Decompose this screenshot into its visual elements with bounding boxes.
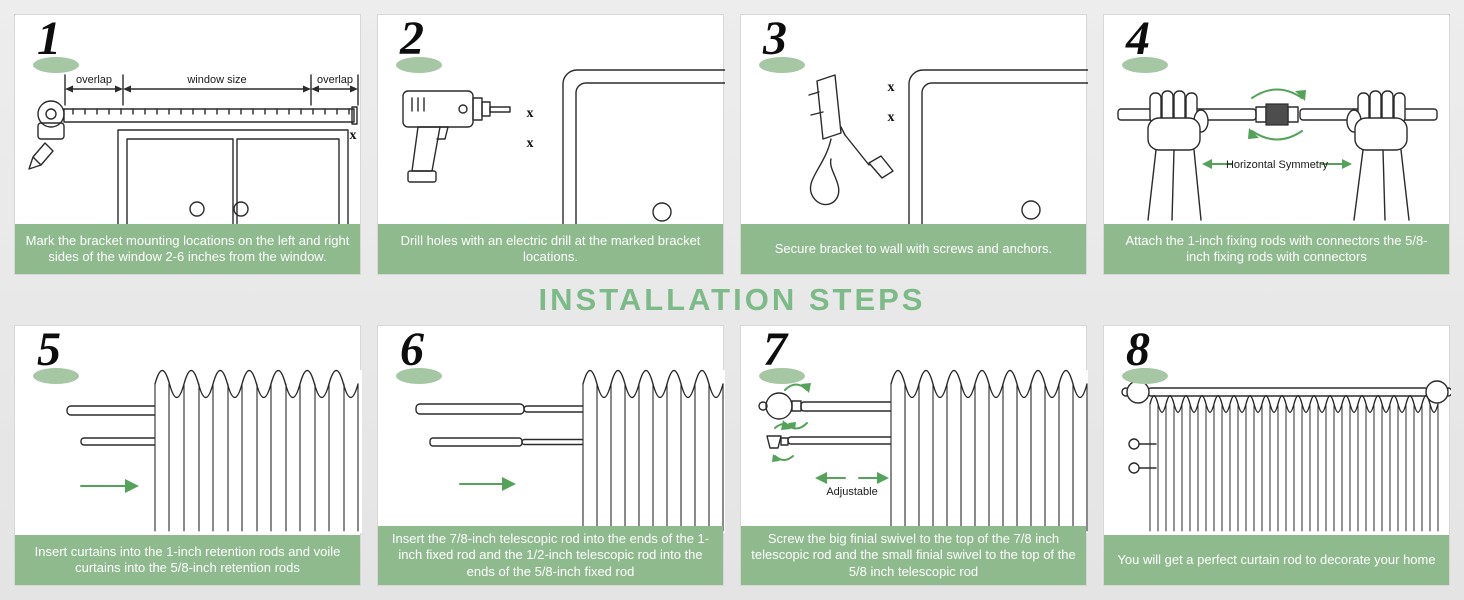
screwdriver-icon [840,126,894,179]
step-number-ellipse [759,368,805,384]
step-number-ellipse [396,368,442,384]
step-number: 6 [400,323,424,376]
step-3-number-badge: 3 [755,15,819,83]
adjustable-arrows [815,472,889,484]
step-number-ellipse [759,57,805,73]
step-4-number-badge: 4 [1118,15,1182,83]
x-mark-top: x [888,80,895,95]
step-6-illustration [415,369,725,533]
step-7-illustration: Adjustable [758,369,1088,533]
dimension-arrowheads [65,85,358,93]
tape-measure-icon [37,100,358,140]
step-4-caption: Attach the 1-inch fixing rods with conne… [1104,224,1449,274]
adjustable-label: Adjustable [826,486,877,498]
rod-connector [1265,103,1289,126]
step-number: 8 [1126,323,1150,376]
step-5-number-badge: 5 [29,326,93,394]
overlap-left-label: overlap [76,74,112,86]
swivel-arrows-big [781,383,811,430]
symmetry-arrows [1202,159,1352,169]
step-1-caption: Mark the bracket mounting locations on t… [15,224,360,274]
drill-icon [402,90,511,183]
step-7-caption: Screw the big finial swivel to the top o… [741,525,1086,585]
step-3-caption: Secure bracket to wall with screws and a… [741,224,1086,274]
telescopic-rods [415,403,595,447]
step-4-illustration: Horizontal Symmetry [1117,88,1438,221]
pencil-icon [28,142,54,170]
window-drawing [117,129,349,225]
window-corner-drawing [562,69,725,225]
step-5-illustration [66,369,362,533]
right-hand-icon [1346,90,1410,221]
step-number-ellipse [396,57,442,73]
step-6-caption: Insert the 7/8-inch telescopic rod into … [378,525,723,585]
step-1-number-badge: 1 [29,15,93,83]
left-ball-finial [1121,380,1150,404]
step-8-number-badge: 8 [1118,326,1182,394]
step-number-ellipse [1122,57,1168,73]
step-card-1: 1 overlap window size overlap [14,14,361,275]
step-card-2: 2 x x Drill holes with an electri [377,14,725,275]
horizontal-symmetry-label: Horizontal Symmetry [1226,159,1329,171]
curtain-mask [583,370,725,533]
overlap-right-label: overlap [317,74,353,86]
window-size-label: window size [186,74,246,86]
step-card-3: 3 x x Secure bracket to wall with screws… [740,14,1088,275]
step-number-ellipse [1122,368,1168,384]
left-hand-icon [1147,90,1209,221]
step-8-caption: You will get a perfect curtain rod to de… [1104,535,1449,585]
window-corner-drawing [908,69,1088,225]
step-2-number-badge: 2 [392,15,456,83]
side-finials [1128,438,1157,474]
step-3-illustration: x x [808,69,1088,225]
insert-arrow [459,477,516,491]
curtain-drawing [582,369,724,532]
step-card-7: 7 [740,325,1088,586]
step-card-4: 4 [1103,14,1450,275]
x-mark-top: x [527,106,534,121]
curtain-drawing [154,369,359,532]
rotation-arrows [1248,88,1306,141]
x-mark-bottom: x [888,110,895,125]
insert-arrow [80,479,139,493]
step-7-number-badge: 7 [755,326,819,394]
big-finial [758,392,902,420]
small-finial [766,435,902,449]
retention-rods [66,405,168,446]
step-2-caption: Drill holes with an electric drill at th… [378,224,723,274]
bracket-icon [808,74,842,206]
curtain-pleats [1149,395,1439,532]
step-number: 5 [37,323,61,376]
step-number-ellipse [33,57,79,73]
page-title: INSTALLATION STEPS [538,282,926,317]
step-5-caption: Insert curtains into the 1-inch retentio… [15,535,360,585]
curtain-drawing [890,369,1088,532]
mark-x-label: x [350,128,357,143]
right-ball-finial [1425,380,1451,404]
step-number: 2 [400,12,424,65]
swivel-arrows-small [772,422,796,462]
step-number: 4 [1126,12,1150,65]
step-card-5: 5 Insert curtains into the 1-inch retent… [14,325,362,586]
step-card-8: 8 You will get a perfect curta [1103,325,1451,586]
curtain-mask [155,370,362,533]
finished-rod [1147,387,1429,397]
step-2-illustration: x x [402,69,725,225]
step-number: 1 [37,12,61,65]
step-8-illustration [1121,380,1451,532]
dimension-lines [64,74,359,106]
step-card-6: 6 Insert the 7/8-inch telescopic rod int… [377,325,725,586]
step-1-illustration: overlap window size overlap x [28,74,359,225]
step-number-ellipse [33,368,79,384]
step-number: 7 [763,323,787,376]
x-mark-bottom: x [527,136,534,151]
step-6-number-badge: 6 [392,326,456,394]
step-number: 3 [763,12,787,65]
